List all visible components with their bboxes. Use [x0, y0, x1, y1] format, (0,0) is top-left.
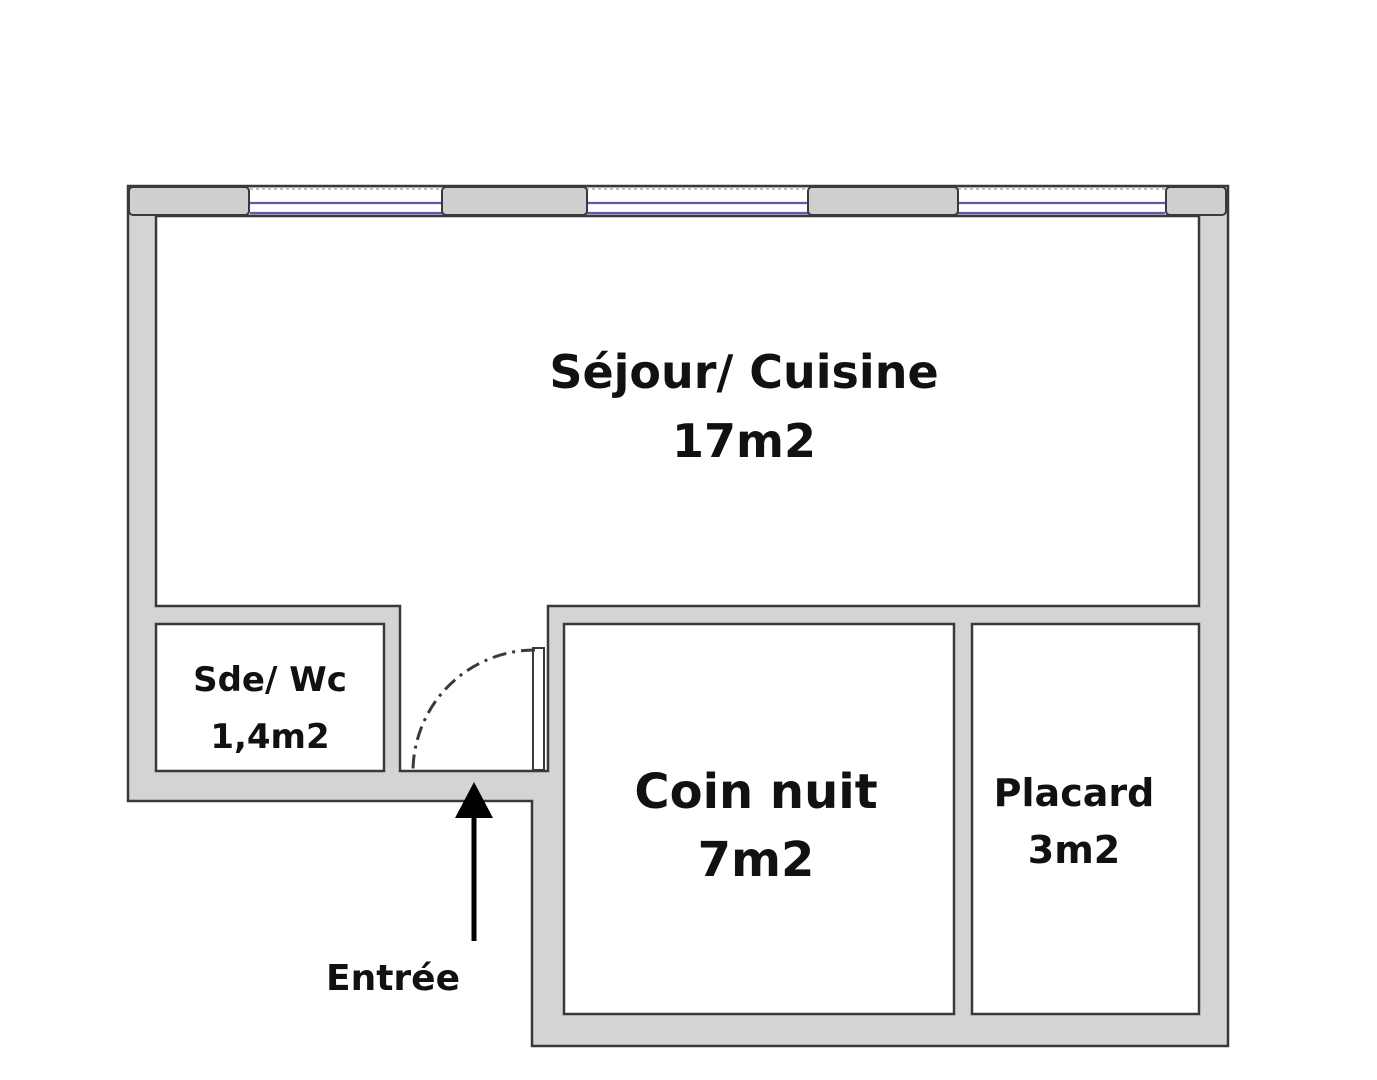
placard-room: [970, 622, 1201, 1016]
window-band: [248, 188, 1166, 215]
sde-area: 1,4m2: [210, 717, 329, 757]
placard-area: 3m2: [1028, 828, 1120, 872]
placard-name: Placard: [994, 771, 1155, 815]
entrance-arrow-icon: [455, 782, 493, 818]
entrance-label: Entrée: [326, 958, 460, 999]
sejour-room: [154, 214, 1201, 773]
window-pier: [441, 186, 588, 216]
sejour-area: 17m2: [672, 414, 816, 468]
coin-nuit-room: [562, 622, 956, 1016]
sde-name: Sde/ Wc: [193, 660, 347, 700]
door-leaf: [532, 647, 545, 771]
door-swing-arc: [411, 648, 536, 771]
window-pier: [807, 186, 959, 216]
coin-nuit-name: Coin nuit: [634, 764, 877, 820]
window-pier: [128, 186, 250, 216]
window-pier: [1165, 186, 1227, 216]
sde-room: [154, 622, 386, 773]
coin-nuit-area: 7m2: [698, 832, 815, 888]
sejour-name: Séjour/ Cuisine: [549, 345, 938, 399]
